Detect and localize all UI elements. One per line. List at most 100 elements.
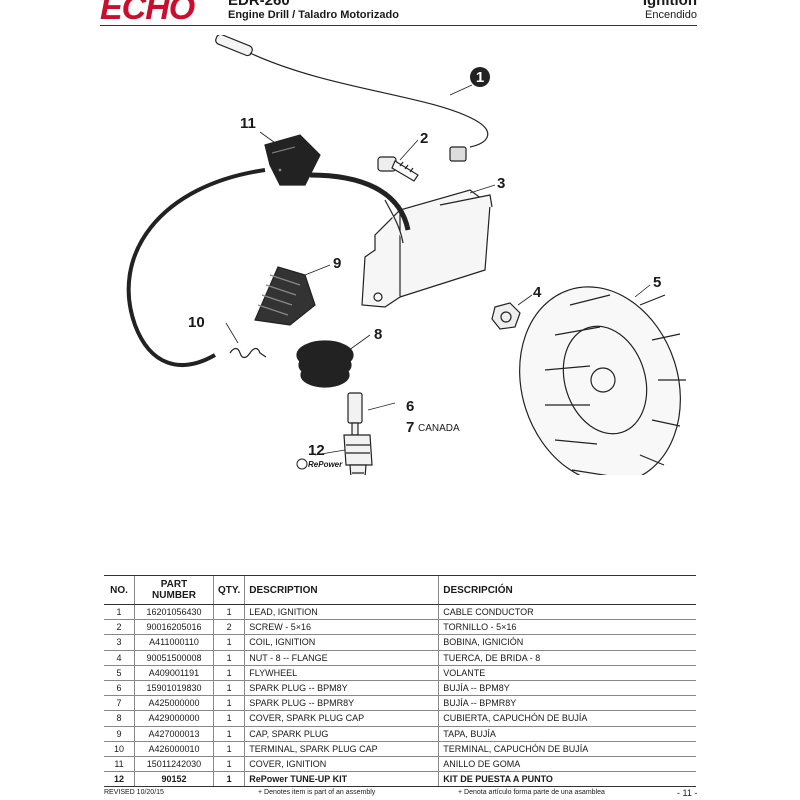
screw-part — [377, 156, 419, 182]
cell-descripcion: BUJÍA -- BPM8Y — [438, 680, 696, 697]
callout-12: 12 — [308, 442, 325, 459]
ignition-lead-part — [215, 35, 489, 162]
col-header-descripcion: DESCRIPCIÓN — [438, 575, 696, 605]
cell-no: 11 — [104, 756, 135, 773]
revision-date: REVISED 10/20/15 — [104, 789, 164, 796]
cell-descripcion: ANILLO DE GOMA — [438, 756, 696, 773]
cell-qty: 2 — [212, 619, 245, 636]
cell-no: 12 — [104, 771, 135, 788]
cell-part-number: 15901019830 — [134, 680, 214, 697]
cell-qty: 1 — [212, 665, 245, 681]
callout-9: 9 — [333, 255, 341, 272]
terminal-part — [229, 347, 267, 359]
cell-description: COIL, IGNITION — [244, 634, 439, 651]
cell-no: 4 — [104, 650, 135, 666]
cell-qty: 1 — [212, 604, 245, 621]
col-header-description: DESCRIPTION — [244, 575, 439, 605]
cell-no: 10 — [104, 741, 135, 757]
cell-descripcion: TAPA, BUJÍA — [438, 726, 696, 742]
cell-part-number: 15011242030 — [134, 756, 214, 773]
cell-part-number: A427000013 — [134, 726, 214, 742]
cell-no: 6 — [104, 680, 135, 697]
section-title: Ignition — [642, 0, 697, 9]
cell-descripcion: TUERCA, DE BRIDA - 8 — [438, 650, 696, 666]
callout-3: 3 — [497, 175, 505, 192]
callout-8: 8 — [374, 326, 382, 343]
header-divider — [100, 25, 697, 26]
flange-nut-part — [491, 302, 521, 330]
cell-description: LEAD, IGNITION — [244, 604, 439, 621]
callout-2: 2 — [420, 130, 428, 147]
product-subtitle: Engine Drill / Taladro Motorizado — [228, 9, 399, 21]
cell-part-number: A429000000 — [134, 710, 214, 727]
cell-no: 3 — [104, 634, 135, 651]
cell-no: 5 — [104, 665, 135, 681]
svg-text:RePower: RePower — [308, 460, 343, 469]
cell-descripcion: BOBINA, IGNICIÓN — [438, 634, 696, 651]
callout-5: 5 — [653, 274, 661, 291]
cell-description: SPARK PLUG -- BPM8Y — [244, 680, 439, 697]
ignition-cover-part — [126, 134, 411, 367]
callout-11: 11 — [240, 115, 256, 132]
cell-description: FLYWHEEL — [244, 665, 439, 681]
cell-part-number: A411000110 — [134, 634, 214, 651]
cell-description: SCREW - 5×16 — [244, 619, 439, 636]
cell-description: NUT - 8 -- FLANGE — [244, 650, 439, 666]
col-header-qty: QTY. — [212, 575, 245, 605]
cell-descripcion: CABLE CONDUCTOR — [438, 604, 696, 621]
cell-no: 8 — [104, 710, 135, 727]
ignition-exploded-diagram: 1 2 3 4 5 6 7 CANADA 8 9 10 11 12 RePowe… — [126, 35, 686, 475]
spark-plug-part — [343, 392, 373, 475]
cell-part-number: A409001191 — [134, 665, 214, 681]
canada-label: CANADA — [418, 423, 460, 434]
cell-qty: 1 — [212, 634, 245, 651]
cell-description: CAP, SPARK PLUG — [244, 726, 439, 742]
assembly-note-en: + Denotes item is part of an assembly — [258, 789, 376, 796]
cell-description: SPARK PLUG -- BPMR8Y — [244, 695, 439, 712]
cell-no: 1 — [104, 604, 135, 621]
callout-4: 4 — [533, 284, 542, 301]
col-header-part-number: PART NUMBER — [134, 575, 214, 605]
cell-description: COVER, SPARK PLUG CAP — [244, 710, 439, 727]
cell-qty: 1 — [212, 741, 245, 757]
ignition-coil-part — [361, 189, 493, 308]
cell-qty: 1 — [212, 680, 245, 697]
cell-no: 9 — [104, 726, 135, 742]
flywheel-part — [519, 286, 686, 475]
page-header: ECHO EDR-260 Engine Drill / Taladro Moto… — [0, 0, 800, 30]
cell-descripcion: KIT DE PUESTA A PUNTO — [438, 771, 696, 788]
callout-6: 6 — [406, 398, 414, 415]
cell-description: TERMINAL, SPARK PLUG CAP — [244, 741, 439, 757]
cell-part-number: A425000000 — [134, 695, 214, 712]
model-name: EDR-260 — [228, 0, 290, 9]
brand-logo: ECHO — [100, 0, 195, 27]
parts-table: NO. PART NUMBER QTY. DESCRIPTION DESCRIP… — [104, 575, 696, 788]
cell-qty: 1 — [212, 710, 245, 727]
cell-part-number: A426000010 — [134, 741, 214, 757]
cell-part-number: 90016205016 — [134, 619, 214, 636]
assembly-note-es: + Denota artículo forma parte de una asa… — [458, 789, 605, 796]
table-header-row: NO. PART NUMBER QTY. DESCRIPTION DESCRIP… — [104, 575, 696, 605]
cell-part-number: 16201056430 — [134, 604, 214, 621]
spark-plug-cap-part — [254, 266, 316, 326]
col-header-no: NO. — [104, 575, 135, 605]
cell-part-number: 90051500008 — [134, 650, 214, 666]
section-title-es: Encendido — [645, 9, 697, 21]
cell-descripcion: BUJÍA -- BPMR8Y — [438, 695, 696, 712]
cell-qty: 1 — [212, 695, 245, 712]
cell-no: 7 — [104, 695, 135, 712]
callout-7: 7 — [406, 419, 414, 436]
page-number: - 11 - — [677, 788, 698, 798]
